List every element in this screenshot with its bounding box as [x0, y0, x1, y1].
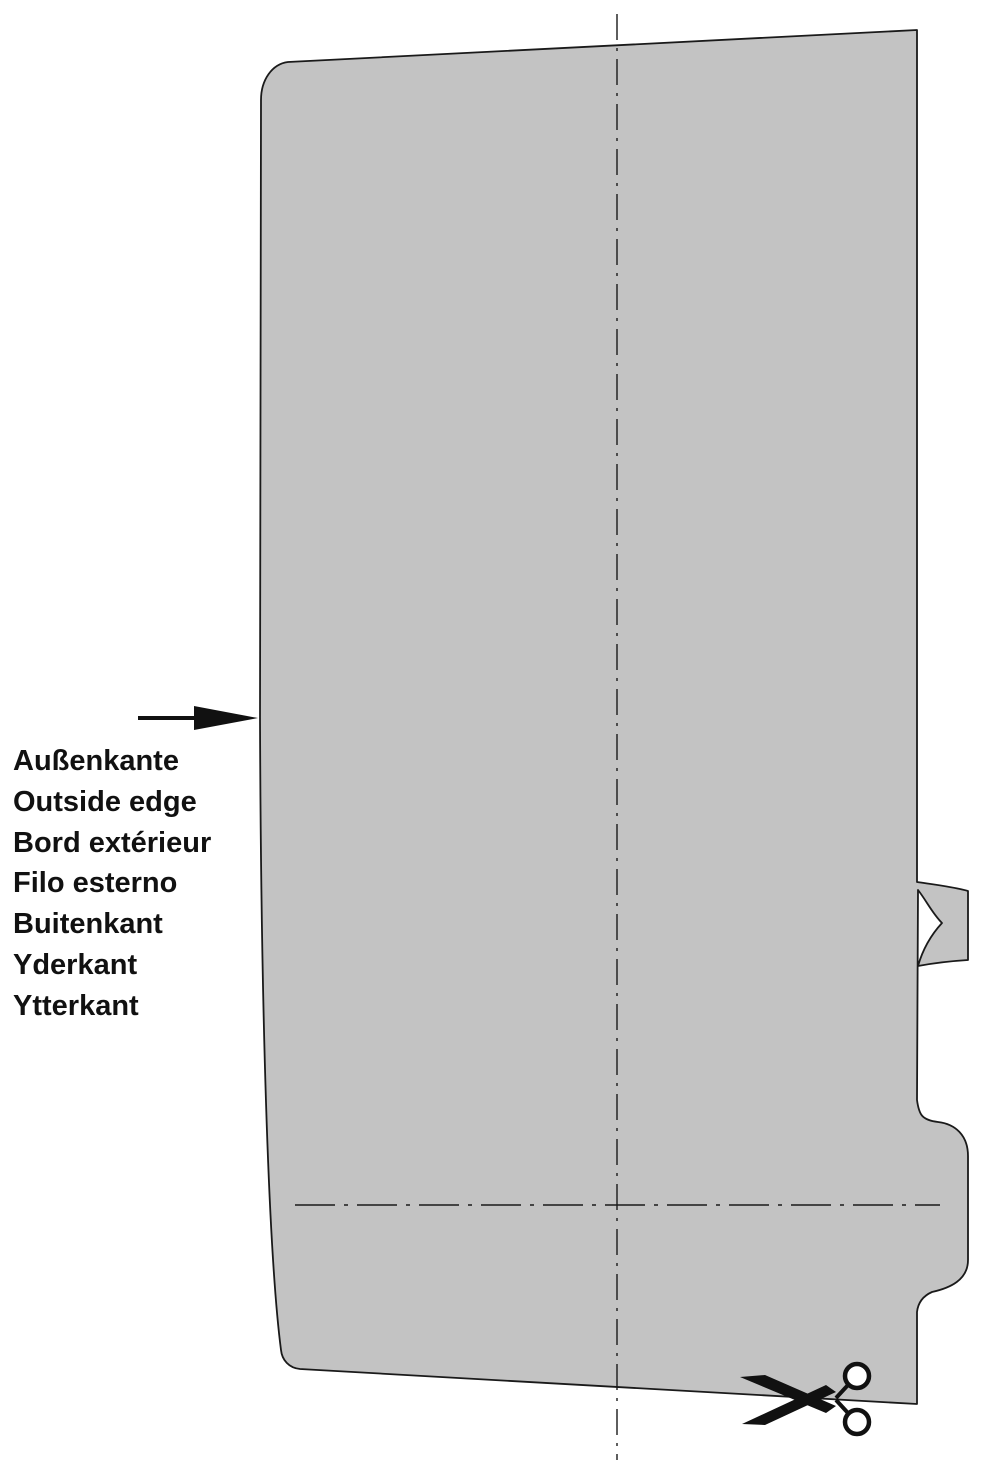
label-french: Bord extérieur — [13, 826, 212, 859]
outside-edge-labels: Außenkante Outside edge Bord extérieur F… — [13, 741, 211, 1027]
scissors-icon — [740, 1361, 872, 1437]
label-dutch: Buitenkant — [13, 908, 163, 941]
template-panel — [259, 29, 969, 1405]
label-danish: Yderkant — [13, 948, 138, 981]
arrow-right-icon — [138, 706, 258, 730]
label-italian: Filo esterno — [13, 867, 178, 900]
label-swedish: Ytterkant — [13, 989, 139, 1022]
label-english: Outside edge — [13, 785, 197, 818]
label-german: Außenkante — [13, 745, 179, 777]
